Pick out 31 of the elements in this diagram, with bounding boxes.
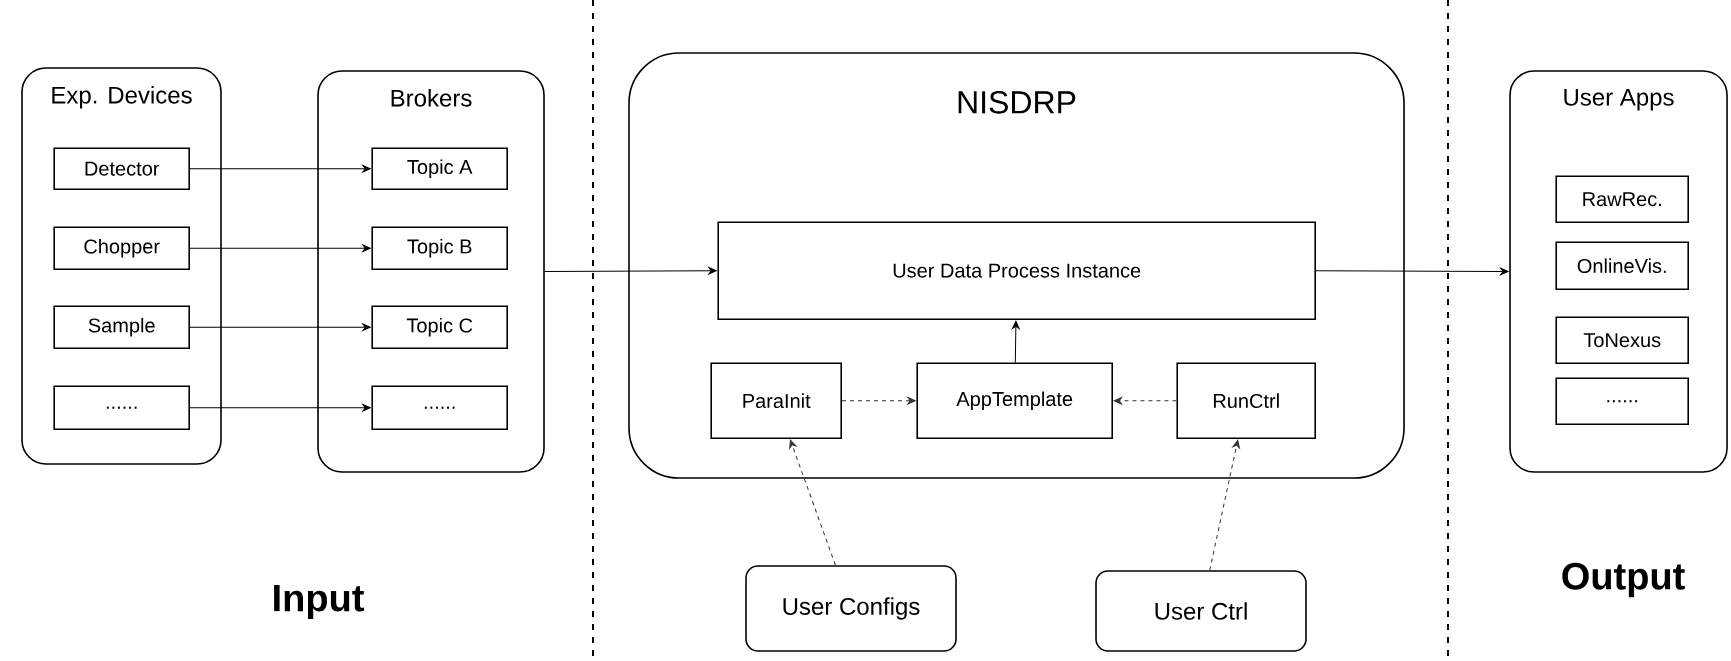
process-box: ParaInit [710,362,842,439]
process-box: Chopper [53,226,190,270]
process-box: Topic B [371,226,508,270]
process-box: RawRec. [1555,175,1689,223]
arrow [544,266,717,275]
process-box: User Data Process Instance [717,221,1316,320]
process-box: Sample [53,305,190,349]
process-box: Topic A [371,147,508,190]
input-box: User Configs [745,565,957,652]
process-box: ToNexus [1555,316,1689,364]
section-label: Input [274,585,364,620]
arrow [189,164,371,173]
process-box: Topic C [371,305,508,349]
arrow [1315,267,1509,276]
arrow [789,439,836,566]
arrow [189,244,371,252]
arrow [1113,396,1177,405]
process-box: Detector [53,147,190,190]
process-box: OnlineVis. [1555,241,1689,290]
arrow [841,396,916,405]
input-box: User Ctrl [1095,570,1307,652]
process-box: RunCtrl [1176,362,1316,439]
arrow [1209,439,1240,571]
arrow [1012,320,1020,363]
process-box: ...... [1555,377,1689,425]
process-box: AppTemplate [916,362,1113,439]
arrow [189,323,371,331]
arrow [189,403,371,412]
process-box: ...... [371,385,508,430]
section-label: Output [1562,562,1685,598]
process-box: ...... [53,385,190,430]
